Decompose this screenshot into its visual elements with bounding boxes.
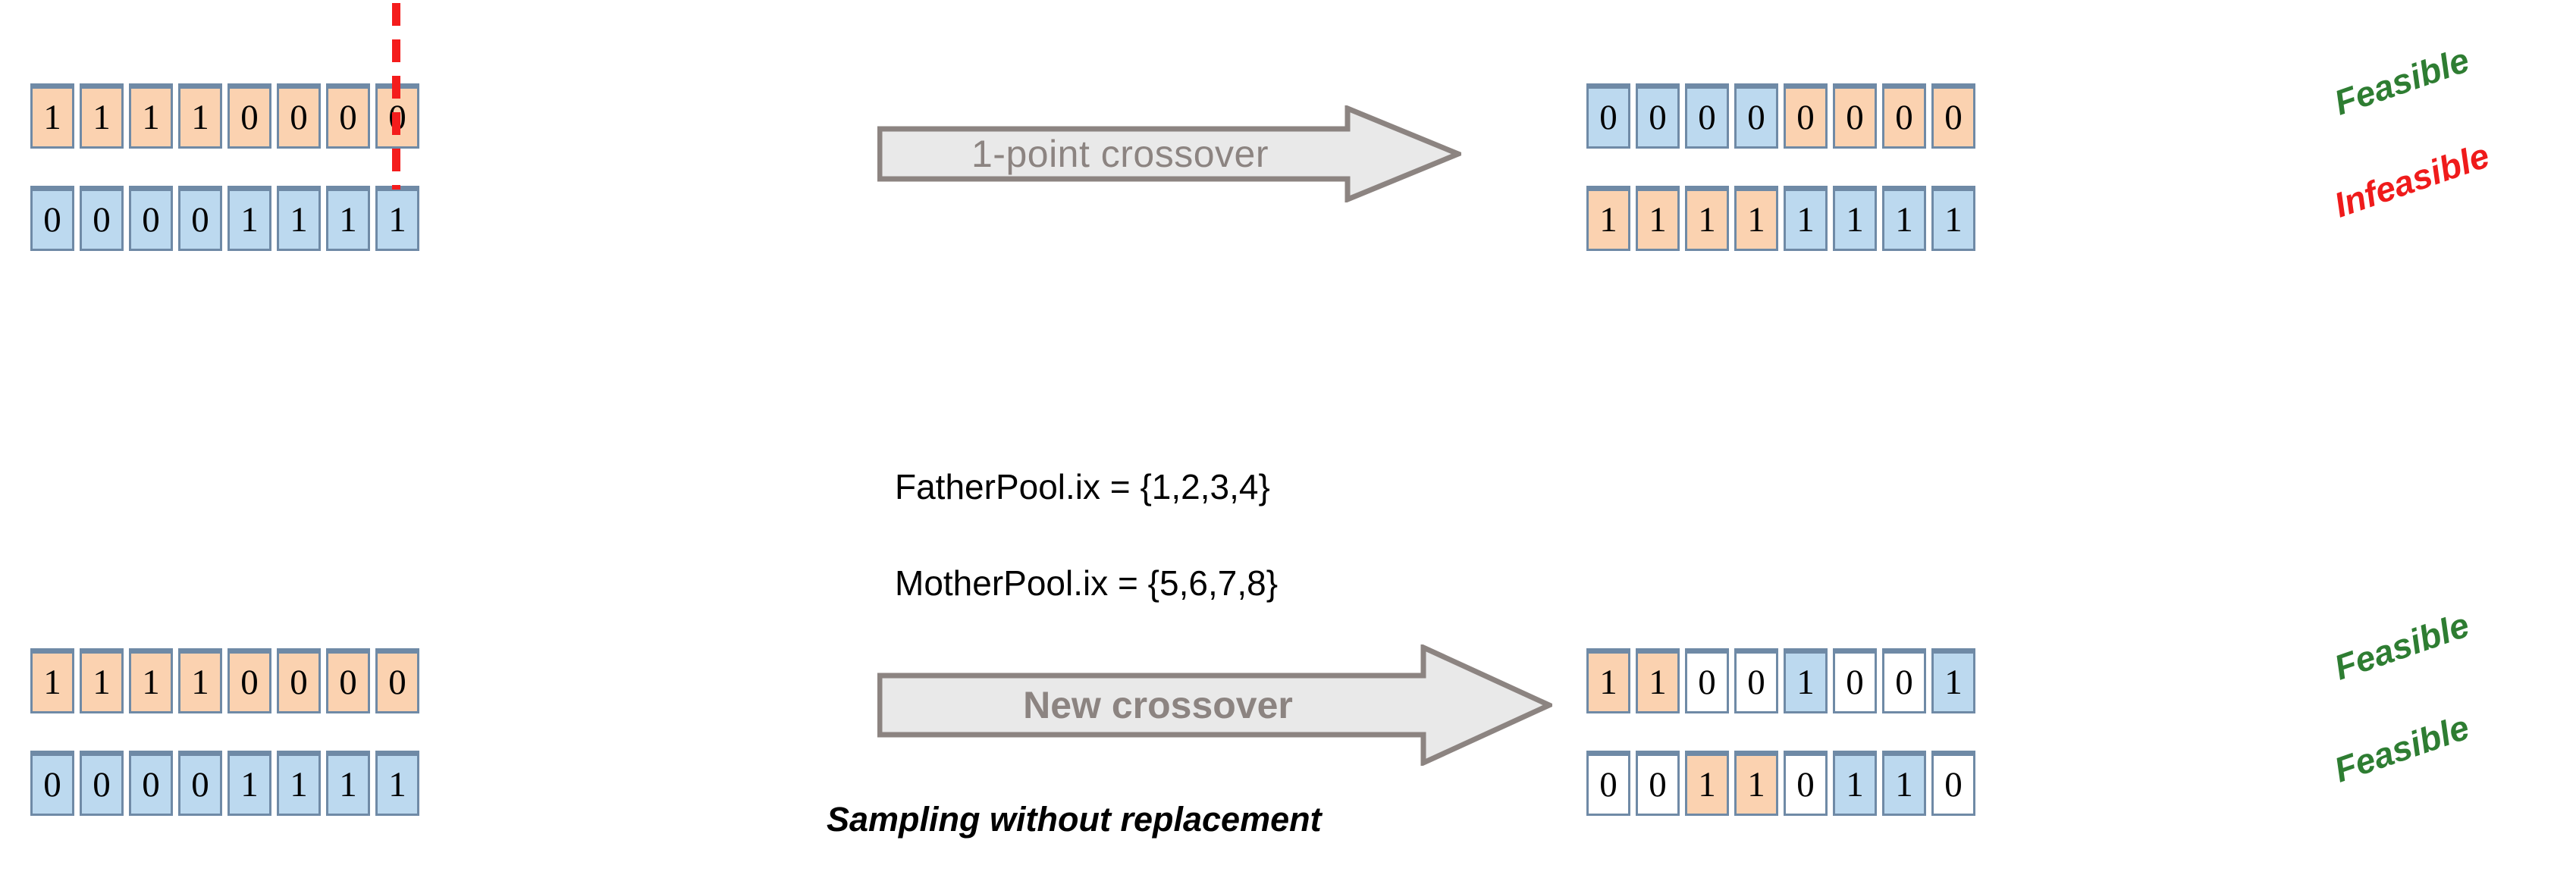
gene-cell: 0	[1833, 83, 1877, 149]
gene-cell: 1	[1833, 751, 1877, 816]
gene-cell: 0	[1586, 83, 1630, 149]
gene-cell: 0	[178, 751, 222, 816]
gene-cell: 1	[326, 186, 370, 251]
gene-cell: 0	[227, 83, 271, 149]
top-child-1-status-badge: Feasible	[2329, 39, 2474, 123]
father-pool-text: FatherPool.ix = {1,2,3,4}	[895, 467, 1270, 506]
gene-cell: 1	[178, 648, 222, 713]
gene-cell: 1	[1784, 648, 1828, 713]
gene-cell: 1	[30, 648, 74, 713]
gene-cell: 0	[1833, 648, 1877, 713]
gene-cell: 0	[227, 648, 271, 713]
gene-cell: 1	[1734, 186, 1778, 251]
gene-cell: 1	[1586, 648, 1630, 713]
gene-cell: 0	[129, 751, 173, 816]
gene-cell: 0	[1931, 751, 1975, 816]
gene-cell: 0	[326, 83, 370, 149]
gene-cell: 1	[129, 83, 173, 149]
gene-cell: 0	[1882, 648, 1926, 713]
gene-cell: 1	[375, 751, 419, 816]
gene-cell: 0	[1685, 83, 1729, 149]
top-child-2-status-badge: Infeasible	[2329, 135, 2495, 225]
gene-cell: 1	[1636, 186, 1680, 251]
gene-cell: 0	[80, 186, 124, 251]
gene-cell: 0	[1882, 83, 1926, 149]
bottom-child-2-status-badge: Feasible	[2329, 707, 2474, 790]
gene-cell: 1	[277, 751, 321, 816]
gene-cell: 0	[277, 648, 321, 713]
gene-cell: 0	[30, 186, 74, 251]
bottom-child-1-status-badge: Feasible	[2329, 604, 2474, 688]
gene-cell: 1	[80, 83, 124, 149]
gene-cell: 1	[80, 648, 124, 713]
gene-cell: 1	[30, 83, 74, 149]
gene-cell: 0	[326, 648, 370, 713]
gene-cell: 1	[1586, 186, 1630, 251]
gene-cell: 1	[1833, 186, 1877, 251]
gene-cell: 1	[1685, 751, 1729, 816]
gene-cell: 1	[1734, 751, 1778, 816]
gene-cell: 1	[1636, 648, 1680, 713]
sampling-caption: Sampling without replacement	[827, 800, 1322, 839]
mother-pool-text: MotherPool.ix = {5,6,7,8}	[895, 563, 1279, 603]
gene-cell: 0	[1586, 751, 1630, 816]
gene-cell: 1	[227, 186, 271, 251]
gene-cell: 1	[1931, 186, 1975, 251]
gene-cell: 1	[129, 648, 173, 713]
gene-cell: 0	[178, 186, 222, 251]
gene-cell: 1	[277, 186, 321, 251]
gene-cell: 1	[1882, 751, 1926, 816]
gene-cell: 1	[227, 751, 271, 816]
gene-cell: 0	[129, 186, 173, 251]
gene-cell: 1	[1784, 186, 1828, 251]
gene-cell: 1	[1685, 186, 1729, 251]
gene-cell: 0	[30, 751, 74, 816]
gene-cell: 1	[375, 186, 419, 251]
gene-cell: 0	[1685, 648, 1729, 713]
gene-cell: 1	[1931, 648, 1975, 713]
gene-cell: 0	[1734, 648, 1778, 713]
gene-cell: 0	[277, 83, 321, 149]
gene-cell: 1	[178, 83, 222, 149]
gene-cell: 0	[1636, 83, 1680, 149]
crossover-cut-line	[392, 3, 400, 190]
one-point-crossover-arrow[interactable]	[877, 105, 1461, 202]
gene-cell: 0	[80, 751, 124, 816]
gene-cell: 0	[375, 648, 419, 713]
gene-cell: 0	[1784, 751, 1828, 816]
gene-cell: 0	[1784, 83, 1828, 149]
new-crossover-arrow[interactable]	[877, 644, 1552, 766]
gene-cell: 1	[1882, 186, 1926, 251]
gene-cell: 0	[1931, 83, 1975, 149]
gene-cell: 0	[1636, 751, 1680, 816]
gene-cell: 0	[1734, 83, 1778, 149]
gene-cell: 1	[326, 751, 370, 816]
